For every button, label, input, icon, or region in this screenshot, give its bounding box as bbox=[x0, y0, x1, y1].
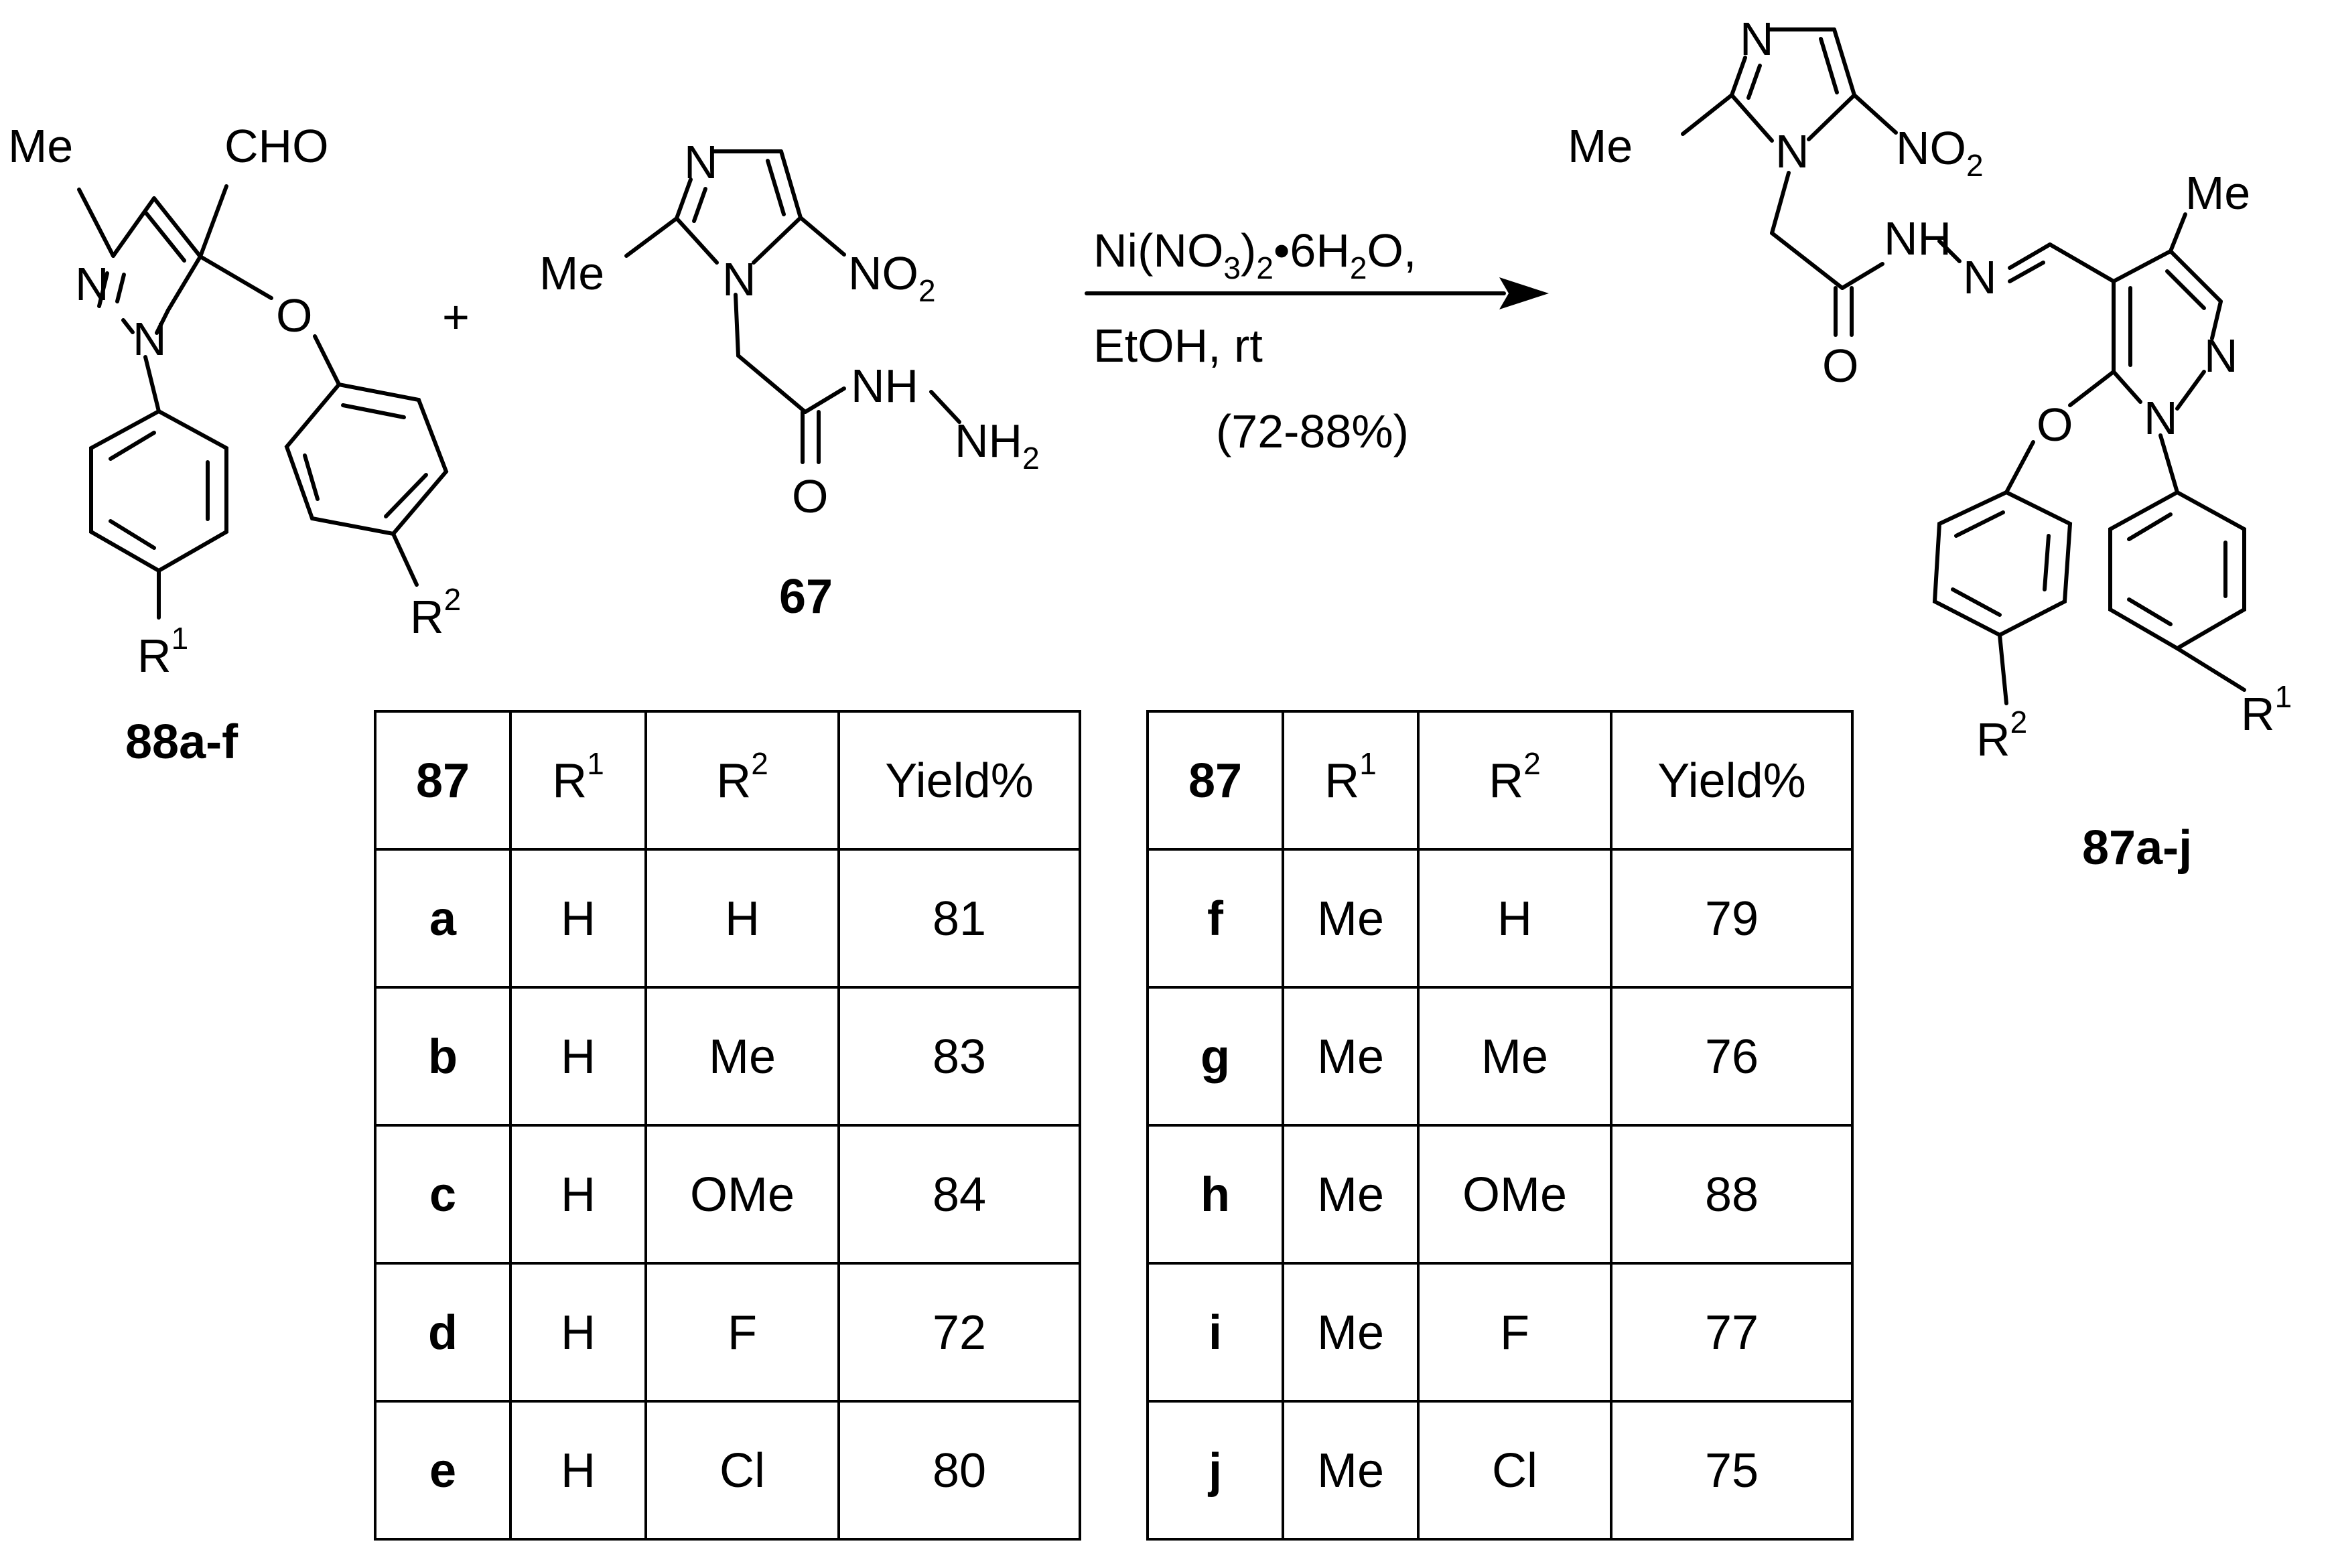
product-imidazole-methyl-label: Me bbox=[1568, 120, 1633, 172]
carbonyl-o-label: O bbox=[792, 470, 828, 522]
table-header-cell: 87 bbox=[1188, 754, 1242, 808]
table-cell: Me bbox=[1481, 1030, 1548, 1084]
pyrazole-n1-label: N bbox=[133, 313, 167, 365]
product-imine-n-label: N bbox=[1963, 251, 1997, 303]
table-cell: Me bbox=[1317, 1030, 1384, 1084]
table-cell: F bbox=[728, 1306, 757, 1360]
table-cell: 72 bbox=[933, 1306, 986, 1360]
table-header-cell: R2 bbox=[1489, 746, 1541, 808]
product-r2-label: R2 bbox=[1976, 705, 2027, 766]
table-cell: Me bbox=[709, 1030, 776, 1084]
table-cell: Me bbox=[1317, 892, 1384, 946]
table-cell: H bbox=[561, 1030, 596, 1084]
table-compound-cell: c bbox=[429, 1168, 456, 1222]
table-compound-cell: h bbox=[1200, 1168, 1230, 1222]
table-cell: 80 bbox=[933, 1444, 986, 1498]
table-compound-cell: i bbox=[1209, 1306, 1222, 1360]
imidazole-n1-label: N bbox=[722, 253, 756, 305]
arrow-head bbox=[1499, 277, 1549, 309]
table-compound-cell: a bbox=[429, 892, 457, 946]
table-cell: F bbox=[1500, 1306, 1529, 1360]
table-compound-cell: j bbox=[1207, 1444, 1222, 1498]
table-cell: H bbox=[725, 892, 760, 946]
table-compound-cell: d bbox=[428, 1306, 458, 1360]
methyl-label: Me bbox=[8, 120, 73, 172]
table-cell: Cl bbox=[1492, 1444, 1537, 1498]
solvent-label: EtOH, rt bbox=[1093, 319, 1263, 372]
nh2-label: NH2 bbox=[955, 415, 1040, 476]
product-pyrazole-n2-label: N bbox=[2204, 330, 2238, 382]
table-cell: 76 bbox=[1705, 1030, 1759, 1084]
table-cell: H bbox=[561, 1168, 596, 1222]
table-header-cell: Yield% bbox=[885, 754, 1033, 808]
product-pyrazole-methyl-label: Me bbox=[2185, 167, 2250, 219]
product-ether-o-label: O bbox=[2037, 399, 2073, 451]
reagent-label: Ni(NO3)2•6H2O, bbox=[1093, 224, 1416, 285]
table-compound-cell: f bbox=[1207, 892, 1224, 946]
table-compound-cell: g bbox=[1200, 1030, 1230, 1084]
table-cell: Me bbox=[1317, 1444, 1384, 1498]
table-cell: 79 bbox=[1705, 892, 1759, 946]
table-cell: 88 bbox=[1705, 1168, 1759, 1222]
table-cell: OMe bbox=[690, 1168, 795, 1222]
compound-87-label: 87a-j bbox=[2082, 821, 2192, 875]
table-cell: H bbox=[561, 892, 596, 946]
r2-label: R2 bbox=[410, 582, 461, 643]
imidazole-methyl-label: Me bbox=[539, 247, 604, 299]
plus-sign: + bbox=[442, 291, 470, 343]
table-cell: H bbox=[1497, 892, 1532, 946]
table-cell: Me bbox=[1317, 1306, 1384, 1360]
pyrazole-n2-label: N bbox=[75, 258, 109, 310]
table-header-cell: R2 bbox=[716, 746, 768, 808]
product-87-structure bbox=[1681, 27, 2246, 705]
product-nitro-label: NO2 bbox=[1896, 122, 1984, 183]
table-cell: 81 bbox=[933, 892, 986, 946]
table-header-cell: R1 bbox=[1324, 746, 1377, 808]
imidazole-n3-label: N bbox=[684, 136, 718, 188]
table-header-cell: R1 bbox=[552, 746, 604, 808]
table-header-cell: Yield% bbox=[1657, 754, 1805, 808]
table-cell: 84 bbox=[933, 1168, 986, 1222]
table-cell: H bbox=[561, 1306, 596, 1360]
table-cell: Cl bbox=[719, 1444, 765, 1498]
table-cell: Me bbox=[1317, 1168, 1384, 1222]
r1-label: R1 bbox=[137, 621, 188, 682]
table-compound-cell: e bbox=[429, 1444, 456, 1498]
product-r1-label: R1 bbox=[2241, 679, 2292, 740]
compound-88-label: 88a-f bbox=[125, 715, 238, 769]
aldehyde-88-structure bbox=[77, 184, 449, 620]
table-header-cell: 87 bbox=[416, 754, 470, 808]
table-cell: 77 bbox=[1705, 1306, 1759, 1360]
nh-label: NH bbox=[851, 360, 918, 412]
ether-o-label: O bbox=[276, 289, 312, 342]
product-pyrazole-n1-label: N bbox=[2144, 392, 2178, 444]
table-compound-cell: b bbox=[428, 1030, 458, 1084]
table-cell: 83 bbox=[933, 1030, 986, 1084]
product-carbonyl-o-label: O bbox=[1822, 340, 1858, 392]
hydrazide-67-structure bbox=[624, 149, 961, 464]
product-imidazole-n1-label: N bbox=[1775, 125, 1809, 177]
table-cell: H bbox=[561, 1444, 596, 1498]
table-cell: OMe bbox=[1462, 1168, 1567, 1222]
table-cell: 75 bbox=[1705, 1444, 1759, 1498]
cho-label: CHO bbox=[224, 120, 329, 172]
product-imidazole-n3-label: N bbox=[1740, 13, 1774, 65]
product-nh-label: NH bbox=[1884, 212, 1951, 265]
nitro-label: NO2 bbox=[848, 247, 936, 308]
compound-67-label: 67 bbox=[779, 570, 833, 624]
yield-range-label: (72-88%) bbox=[1216, 405, 1409, 457]
